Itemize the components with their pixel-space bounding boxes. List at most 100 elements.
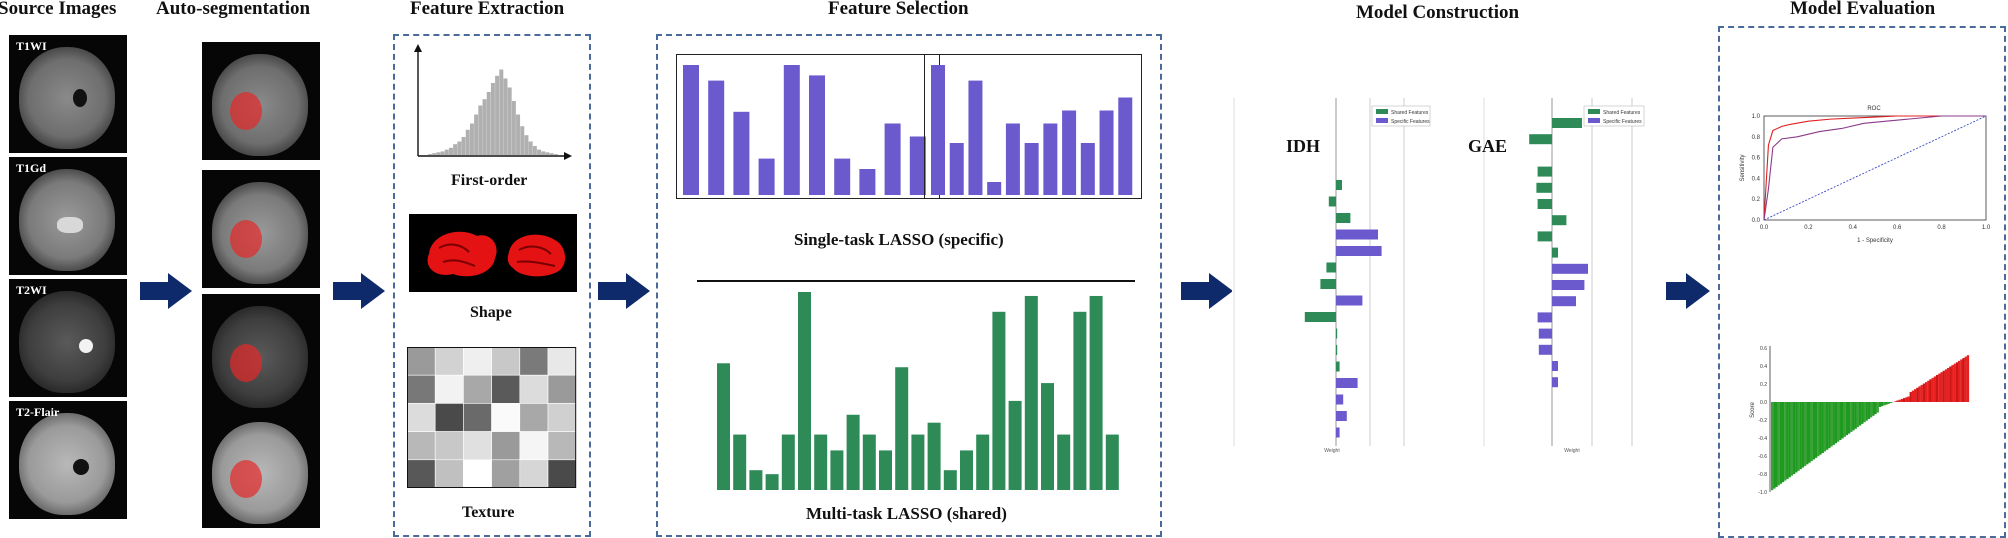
texture-cell — [491, 459, 521, 489]
roc-xlabel: 1 - Specificity — [1857, 238, 1893, 244]
texture-cell — [463, 459, 492, 489]
tumor-mask — [230, 220, 262, 258]
waterfall-ytick: 0.0 — [1760, 400, 1767, 406]
waterfall-bar — [1927, 380, 1930, 402]
waterfall-bar — [1801, 402, 1805, 468]
texture-cell — [434, 374, 464, 404]
waterfall-bar — [1867, 402, 1871, 420]
waterfall-bar — [1793, 402, 1796, 475]
texture-cell — [491, 431, 521, 461]
feature-bar — [1073, 311, 1087, 490]
texture-cell — [434, 459, 464, 489]
first-order-histogram — [414, 44, 572, 160]
stage-title-segmentation: Auto-segmentation — [156, 0, 311, 19]
histogram-bar — [486, 92, 491, 155]
texture-cell — [463, 403, 492, 432]
waterfall-bar — [1819, 402, 1822, 455]
texture-cell — [547, 459, 577, 489]
texture-cell — [434, 347, 464, 376]
histogram-bar — [469, 123, 474, 155]
waterfall-ytick: 0.6 — [1760, 346, 1767, 352]
feature-selection-box — [656, 34, 1162, 537]
waterfall-bar — [1808, 402, 1811, 463]
waterfall-bar — [1861, 402, 1864, 424]
mri-label: T2WI — [16, 283, 47, 297]
feature-bar — [846, 414, 860, 490]
mri-t1gd: T1Gd — [9, 157, 127, 275]
waterfall-bar — [1865, 402, 1868, 421]
waterfall-bar — [1889, 402, 1893, 403]
weight-bar — [1320, 279, 1336, 289]
feature-bar — [859, 169, 876, 195]
histogram-bar — [440, 151, 445, 155]
roc-ytick: 0.8 — [1752, 135, 1761, 141]
feature-bar — [814, 434, 828, 490]
roc-title: ROC — [1867, 106, 1881, 112]
weight-bar — [1336, 213, 1351, 223]
texture-cell — [519, 459, 549, 489]
waterfall-bar — [1788, 402, 1791, 478]
feature-bar — [968, 80, 983, 195]
gae-label: GAE — [1468, 136, 1508, 156]
waterfall-bar — [1922, 383, 1926, 402]
weight-bar — [1538, 328, 1552, 339]
weight-bar — [1552, 215, 1567, 226]
feature-bar — [834, 158, 851, 195]
feature-bar — [783, 65, 800, 195]
feature-bar — [862, 434, 876, 490]
waterfall-bar — [1876, 402, 1879, 413]
waterfall-bar — [1881, 402, 1884, 407]
waterfall-bar — [1795, 402, 1798, 473]
single-task-right-frame — [924, 54, 1142, 199]
histogram-bar — [457, 141, 462, 155]
histogram-bar — [532, 146, 537, 155]
feature-bar — [927, 422, 941, 490]
waterfall-bar — [1843, 402, 1846, 437]
histogram-bar — [553, 154, 558, 155]
feature-bar — [931, 65, 945, 195]
waterfall-bar — [1826, 402, 1829, 450]
weight-bar — [1537, 312, 1552, 323]
texture-cell — [547, 374, 577, 404]
weight-bar — [1552, 247, 1558, 258]
waterfall-bar — [1790, 402, 1794, 476]
idh-weight-chart: Shared Features Specific Features Weight — [1232, 98, 1432, 456]
mri-t2wi: T2WI — [9, 279, 127, 397]
feature-bar — [1080, 143, 1095, 195]
feature-bar — [1118, 97, 1133, 195]
weight-bar — [1336, 411, 1347, 421]
waterfall-bar — [1938, 373, 1941, 402]
feature-bar — [758, 158, 775, 195]
roc-xtick: 1.0 — [1982, 225, 1991, 231]
texture-border — [407, 347, 577, 488]
feature-bar — [830, 450, 844, 490]
feature-bar — [909, 136, 926, 195]
texture-cell — [463, 374, 492, 404]
histogram-bar — [511, 101, 516, 155]
weight-bar — [1552, 377, 1558, 388]
feature-bar — [879, 450, 892, 490]
tumor-mask — [230, 92, 262, 130]
waterfall-bar — [1885, 402, 1888, 405]
feature-bar — [911, 434, 925, 490]
histogram-bar — [444, 149, 449, 155]
histogram-bar — [524, 135, 529, 155]
feature-bar — [1089, 295, 1103, 490]
waterfall-bar — [1929, 379, 1932, 402]
waterfall-bar — [1894, 401, 1897, 402]
waterfall-ytick: -0.4 — [1758, 436, 1767, 442]
roc-ytick: 0.4 — [1752, 176, 1761, 182]
waterfall-bar — [1905, 397, 1908, 402]
weight-bar — [1529, 134, 1552, 145]
mri-label: T1WI — [16, 39, 47, 53]
texture-cell — [519, 403, 549, 432]
mri-label: T2-Flair — [16, 405, 60, 419]
waterfall-bar — [1870, 402, 1873, 418]
texture-cell — [547, 403, 577, 432]
roc-ytick: 0.6 — [1752, 156, 1761, 162]
waterfall-bar — [1806, 402, 1809, 465]
texture-cell — [519, 374, 549, 404]
waterfall-bar — [1845, 402, 1849, 436]
feature-bar — [781, 434, 795, 490]
